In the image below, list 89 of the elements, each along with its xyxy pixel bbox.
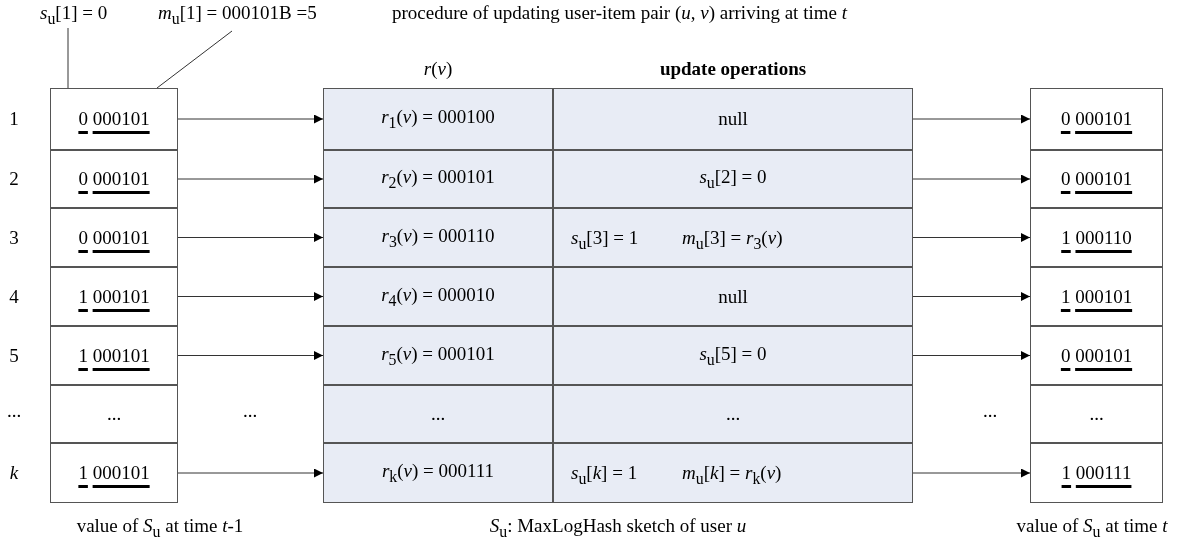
cell-text: r$_{5}$(v) = 000101 <box>381 342 495 369</box>
table-cell <box>1030 267 1163 326</box>
title: procedure of updating user-item pair (u, v) arriving at time t <box>392 2 847 24</box>
cell-text: 0 000101 <box>78 108 150 130</box>
table-cell <box>323 385 553 443</box>
table-cell <box>1030 443 1163 503</box>
cell-text: ... <box>106 403 122 425</box>
table-cell <box>553 267 913 326</box>
ellipsis: ... <box>6 400 22 422</box>
table-cell <box>50 267 178 326</box>
table-cell <box>323 443 553 503</box>
cell-text: s$_{u}$[3] = 1 <box>571 226 639 253</box>
annotation-text: m$_{u}$[1] = 000101B =5 <box>158 2 317 28</box>
cell-text: s$_{u}$[5] = 0 <box>699 342 767 369</box>
table-cell <box>50 443 178 503</box>
ellipsis: ... <box>242 400 258 422</box>
table-cell <box>1030 150 1163 208</box>
cell-text: r$_{2}$(v) = 000101 <box>381 166 495 192</box>
cell-text: 1 000110 <box>1061 226 1132 249</box>
cell-text: s$_{u}$[2] = 0 <box>699 166 767 192</box>
table-cell <box>323 150 553 208</box>
cell-text: 0 000101 <box>78 168 150 190</box>
cell-text: 1 000101 <box>78 344 150 367</box>
arrow <box>177 233 324 242</box>
table-cell <box>323 208 553 267</box>
arrow <box>912 233 1031 242</box>
ellipsis: ... <box>982 400 998 422</box>
column-header: r(v) <box>423 58 453 80</box>
table-cell <box>323 267 553 326</box>
table-cell <box>50 208 178 267</box>
arrow <box>177 292 324 301</box>
cell-text: s$_{u}$[k] = 1 <box>571 462 638 488</box>
table-cell <box>553 326 913 385</box>
arrow <box>912 351 1031 360</box>
table-cell <box>553 150 913 208</box>
arrow <box>177 468 324 478</box>
row-number: k <box>9 462 19 484</box>
cell-text: ... <box>1089 403 1104 425</box>
cell-text: 1 000111 <box>1061 462 1132 484</box>
table-cell <box>50 88 178 150</box>
cell-text: 0 000101 <box>78 226 150 249</box>
arrow <box>912 292 1031 301</box>
row-number: 1 <box>9 108 19 130</box>
cell-text: r$_{4}$(v) = 000010 <box>381 283 495 310</box>
row-number: 3 <box>9 227 19 249</box>
table-cell <box>1030 208 1163 267</box>
cell-text: 1 000101 <box>78 285 150 308</box>
cell-text: r$_{1}$(v) = 000100 <box>381 106 495 132</box>
table-cell <box>323 88 553 150</box>
cell-text: 1 000101 <box>1060 285 1133 308</box>
cell-text: 0 000101 <box>1060 344 1133 367</box>
table-cell <box>553 208 913 267</box>
arrow <box>177 174 324 184</box>
arrow <box>177 351 324 360</box>
cell-text: m$_{u}$[k] = r$_{k}$(v) <box>682 462 782 488</box>
table-cell <box>553 443 913 503</box>
cell-text: m$_{u}$[3] = r$_{3}$(v) <box>682 226 783 253</box>
row-number: 2 <box>9 168 19 190</box>
cell-text: 1 000101 <box>78 462 150 484</box>
table-cell <box>50 326 178 385</box>
axis-caption: value of S$_{u}$ at time t-1 <box>76 515 244 541</box>
leader-line <box>67 27 69 89</box>
table-cell <box>1030 385 1163 443</box>
cell-text: ... <box>430 403 446 425</box>
arrow <box>177 114 324 124</box>
cell-text: r$_{k}$(v) = 000111 <box>381 460 495 486</box>
leader-line <box>156 30 233 89</box>
table-cell <box>323 326 553 385</box>
axis-caption: value of S$_{u}$ at time t <box>1016 515 1168 541</box>
cell-text: r$_{3}$(v) = 000110 <box>381 224 495 251</box>
cell-text: null <box>718 108 748 130</box>
annotation-text: s$_{u}$[1] = 0 <box>40 2 108 28</box>
cell-text: null <box>718 285 748 308</box>
table-cell <box>1030 88 1163 150</box>
table-cell <box>50 150 178 208</box>
cell-text: 0 000101 <box>1060 168 1133 190</box>
arrow <box>912 468 1031 478</box>
table-cell <box>1030 326 1163 385</box>
cell-text: 0 000101 <box>1060 108 1133 130</box>
row-number: 5 <box>9 345 19 367</box>
table-cell <box>50 385 178 443</box>
arrow <box>912 114 1031 124</box>
table-cell <box>553 385 913 443</box>
row-number: 4 <box>9 286 19 308</box>
cell-text: ... <box>725 403 741 425</box>
table-cell <box>553 88 913 150</box>
column-header: update operations <box>659 58 807 80</box>
arrow <box>912 174 1031 184</box>
caption: S$_{u}$: MaxLogHash sketch of user u <box>489 515 747 541</box>
